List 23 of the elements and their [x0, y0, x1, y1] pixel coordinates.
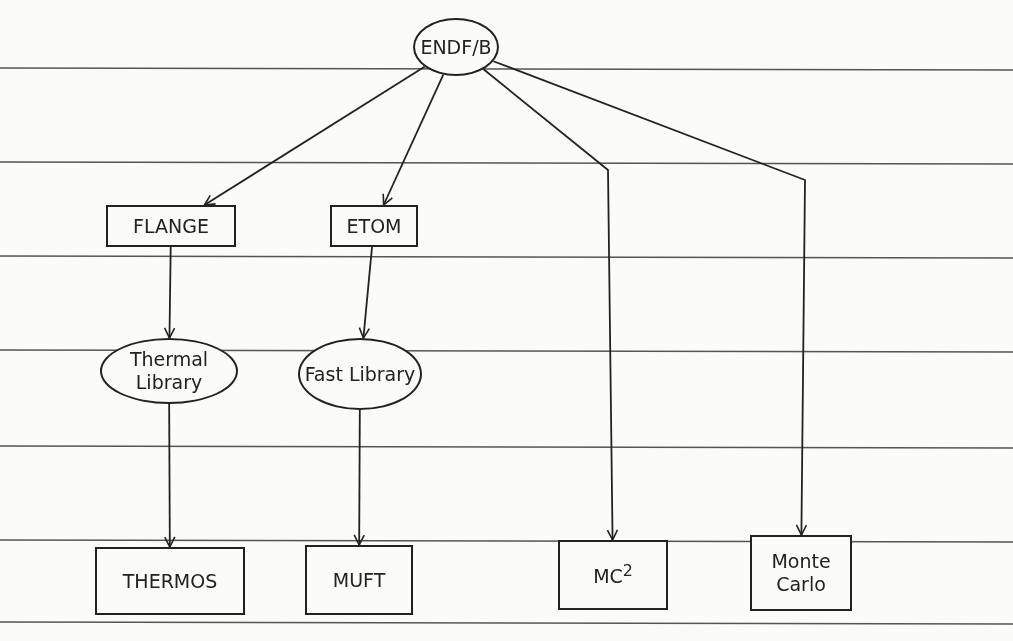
arrow [164, 403, 176, 548]
process-box [558, 540, 668, 610]
arrow [358, 246, 373, 339]
node-label: ETOM [346, 214, 402, 238]
node-label: Monte Carlo [770, 550, 832, 596]
process-box [305, 545, 413, 615]
node-label: Thermal Library [128, 348, 210, 394]
node-label: FLANGE [133, 214, 209, 238]
arrow [492, 60, 808, 536]
node-label: THERMOS [122, 569, 218, 593]
arrow [382, 73, 445, 206]
arrow [163, 246, 176, 339]
node-label: MUFT [332, 568, 386, 592]
process-box [95, 547, 245, 615]
process-box [106, 205, 236, 247]
arrow [482, 68, 619, 541]
node-label: Fast Library [304, 362, 416, 386]
library-ellipse [413, 18, 499, 76]
process-box [750, 535, 852, 611]
arrow [353, 409, 365, 546]
node-label: ENDF/B [420, 35, 492, 59]
process-box [330, 205, 418, 247]
node-label: MC$^{2}$ [593, 561, 633, 589]
